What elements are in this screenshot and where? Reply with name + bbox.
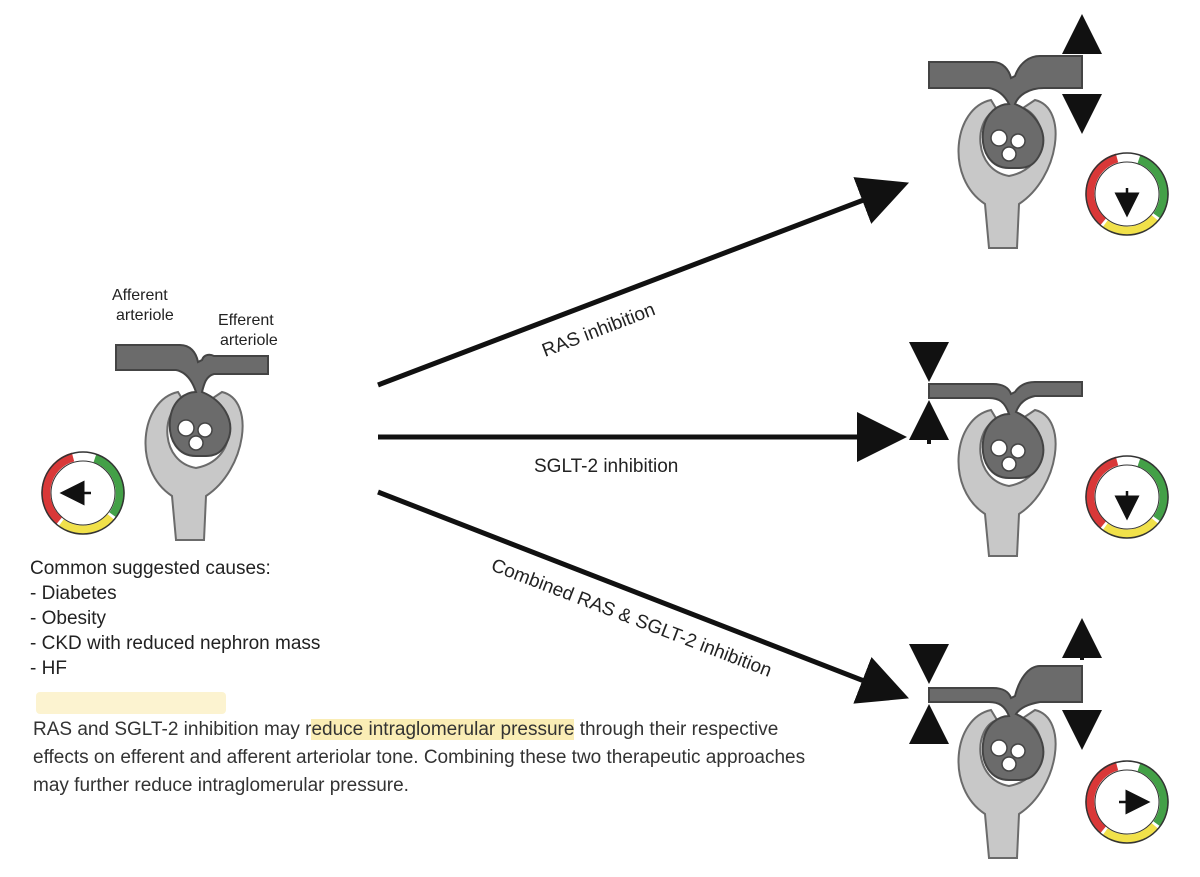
summary-text-start: RAS and SGLT-2 inhibition may r <box>33 719 312 740</box>
bowman-capsule <box>957 98 1057 249</box>
summary-text-rest: through their respective effects on effe… <box>33 719 806 796</box>
gauge-red-arc <box>41 452 75 525</box>
gauge-red-arc <box>1085 456 1119 529</box>
bowman-capsule <box>144 390 244 541</box>
arteriole-vessel <box>115 344 269 458</box>
summary-paragraph: RAS and SGLT-2 inhibition may reduce int… <box>33 716 833 800</box>
causes-heading: Common suggested causes: <box>30 558 271 579</box>
afferent-label-line2: arteriole <box>116 307 174 324</box>
cause-item: - HF <box>30 658 67 679</box>
label-sglt2-inhibition: SGLT-2 inhibition <box>534 456 678 477</box>
gauge-green-arc <box>1137 762 1169 827</box>
pressure-gauge-combined <box>1085 760 1169 844</box>
glomerular-cell <box>197 422 213 438</box>
highlight-band <box>36 692 226 714</box>
arteriole-vessel <box>928 665 1083 782</box>
cause-item: - CKD with reduced nephron mass <box>30 633 321 654</box>
gauge-rim <box>1085 760 1169 844</box>
gauge-yellow-arc <box>1102 517 1159 539</box>
label-combined-inhibition: Combined RAS & SGLT-2 inhibition <box>488 555 774 682</box>
bowman-capsule <box>957 408 1057 557</box>
arrow-ras <box>377 177 910 388</box>
glomerulus-baseline: Afferent arteriole Efferent arteriole <box>112 287 278 541</box>
gauge-green-arc <box>1137 154 1169 219</box>
cause-item: - Obesity <box>30 608 107 629</box>
pressure-gauge-ras <box>1085 152 1169 236</box>
glomerular-cell <box>1001 146 1017 162</box>
gauge-red-arc <box>1085 153 1119 226</box>
gauge-red-arc <box>1085 761 1119 834</box>
gauge-yellow-arc <box>1102 214 1159 236</box>
glomerular-cell <box>990 129 1008 147</box>
glomerular-cell <box>188 435 204 451</box>
causes-list: Common suggested causes: - Diabetes - Ob… <box>30 556 320 681</box>
glomerular-cell <box>990 439 1008 457</box>
efferent-label-line2: arteriole <box>220 332 278 349</box>
bowman-capsule <box>957 708 1057 859</box>
label-ras-inhibition: RAS inhibition <box>539 299 658 361</box>
pressure-gauge-baseline <box>41 451 125 535</box>
arteriole-vessel <box>928 381 1083 480</box>
gauge-green-arc <box>1137 457 1169 522</box>
cause-item: - Diabetes <box>30 583 117 604</box>
glomerulus-combined <box>909 618 1102 859</box>
glomerular-cell <box>177 419 195 437</box>
pressure-gauge-sglt2 <box>1085 455 1169 539</box>
glomerulus-ras <box>928 14 1102 249</box>
gauge-rim <box>1085 152 1169 236</box>
arteriole-vessel <box>928 55 1083 170</box>
gauge-rim <box>1085 455 1169 539</box>
efferent-label-line1: Efferent <box>218 312 274 329</box>
arrow-combined <box>377 489 909 704</box>
glomerular-cell <box>1001 756 1017 772</box>
glomerular-cell <box>1001 456 1017 472</box>
gauge-yellow-arc <box>1102 822 1159 844</box>
gauge-green-arc <box>93 453 125 518</box>
gauge-yellow-arc <box>58 513 115 535</box>
glomerular-cell <box>1010 743 1026 759</box>
glomerular-cell <box>1010 133 1026 149</box>
summary-highlight: educe intraglomerular pressure <box>311 719 575 740</box>
glomerulus-sglt2 <box>909 342 1083 557</box>
afferent-label-line1: Afferent <box>112 287 168 304</box>
gauge-rim <box>41 451 125 535</box>
glomerular-cell <box>990 739 1008 757</box>
glomerular-cell <box>1010 443 1026 459</box>
